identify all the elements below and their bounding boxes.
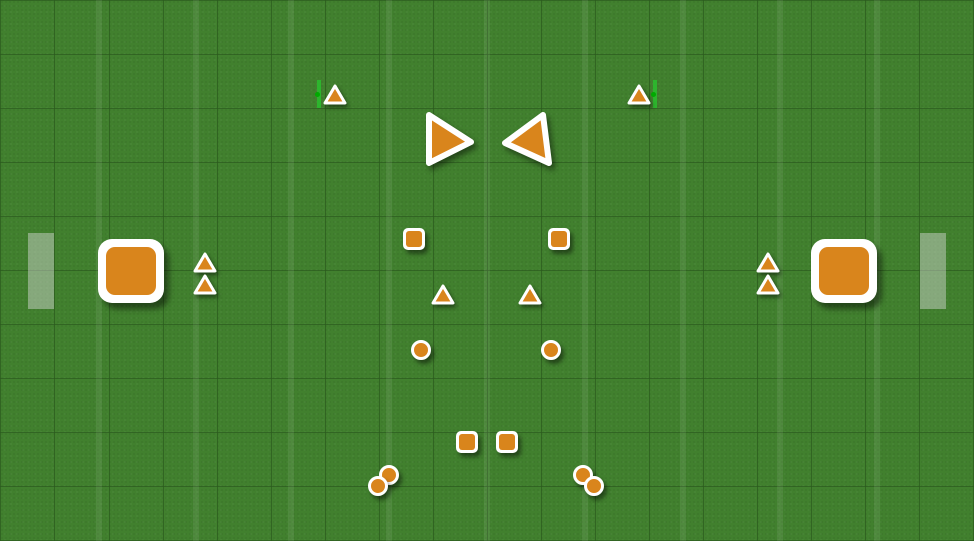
right-flag-station [651, 80, 657, 108]
bunker-circle[interactable] [584, 476, 604, 496]
bunker-small-triangle[interactable] [193, 252, 217, 274]
bunker-small-square[interactable] [456, 431, 478, 453]
bunker-circle[interactable] [541, 340, 561, 360]
bunker-large-square-left[interactable] [98, 239, 164, 303]
field-stripe [484, 0, 490, 541]
bunker-small-triangle[interactable] [627, 84, 651, 106]
bunker-large-triangle-right[interactable] [498, 110, 556, 168]
bunker-large-triangle-left[interactable] [420, 110, 478, 168]
field-stripe [582, 0, 588, 541]
field-stripe [386, 0, 392, 541]
bunker-large-square-right[interactable] [811, 239, 877, 303]
bunker-small-triangle[interactable] [756, 252, 780, 274]
right-start-marker [920, 233, 946, 309]
field-stripe [680, 0, 686, 541]
bunker-small-square[interactable] [403, 228, 425, 250]
field-stripe [874, 0, 880, 541]
left-start-marker [28, 233, 54, 309]
field-stripe [777, 0, 783, 541]
bunker-small-triangle[interactable] [323, 84, 347, 106]
bunker-small-triangle[interactable] [431, 284, 455, 306]
bunker-circle[interactable] [368, 476, 388, 496]
bunker-small-triangle[interactable] [756, 274, 780, 296]
left-flag-station [315, 80, 321, 108]
bunker-small-triangle[interactable] [193, 274, 217, 296]
field-stripe [288, 0, 294, 541]
bunker-circle[interactable] [411, 340, 431, 360]
bunker-small-square[interactable] [548, 228, 570, 250]
bunker-small-square[interactable] [496, 431, 518, 453]
bunker-small-triangle[interactable] [518, 284, 542, 306]
